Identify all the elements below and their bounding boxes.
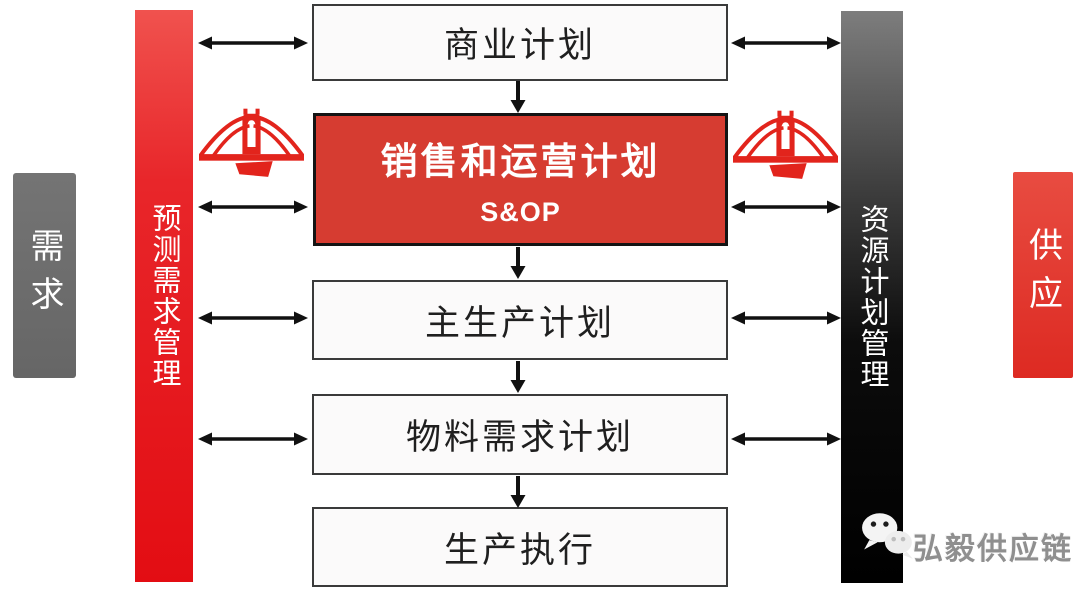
bridge-icon [733, 110, 838, 179]
box-production-execution-label: 生产执行 [443, 530, 596, 570]
down-arrow [510, 361, 526, 393]
box-material-requirements-plan: 物料需求计划 [312, 394, 728, 475]
forecast-demand-management-label: 预测需求管理 [148, 203, 180, 389]
box-sop-subtitle: S&OP [480, 197, 561, 227]
supply-label: 供应 [1023, 227, 1062, 323]
box-business-plan: 商业计划 [312, 4, 728, 81]
bridge-icon [199, 108, 304, 177]
resource-planning-management-bar: 资源计划管理 [841, 11, 903, 583]
demand-label: 需求 [25, 227, 63, 324]
double-arrow [198, 36, 308, 50]
supply-label-bar: 供应 [1013, 172, 1073, 378]
watermark-text: 弘毅供应链 [913, 533, 1073, 566]
box-sales-operations-plan: 销售和运营计划 S&OP [313, 113, 728, 246]
double-arrow [731, 36, 841, 50]
double-arrow [198, 200, 308, 214]
demand-label-bar: 需求 [13, 173, 76, 378]
box-mrp-label: 物料需求计划 [405, 418, 634, 457]
box-sop-title: 销售和运营计划 [380, 141, 661, 182]
down-arrow [510, 81, 526, 113]
box-master-production-schedule: 主生产计划 [312, 280, 728, 360]
down-arrow [510, 247, 526, 279]
double-arrow [731, 432, 841, 446]
double-arrow [731, 200, 841, 214]
double-arrow [198, 311, 308, 325]
box-production-execution: 生产执行 [312, 507, 728, 587]
down-arrow [510, 476, 526, 508]
box-business-plan-label: 商业计划 [443, 26, 596, 65]
box-mps-label: 主生产计划 [424, 303, 615, 343]
double-arrow [731, 311, 841, 325]
wechat-icon [862, 513, 913, 559]
forecast-demand-management-bar: 预测需求管理 [135, 10, 193, 582]
resource-planning-management-label: 资源计划管理 [856, 204, 888, 390]
double-arrow [198, 432, 308, 446]
